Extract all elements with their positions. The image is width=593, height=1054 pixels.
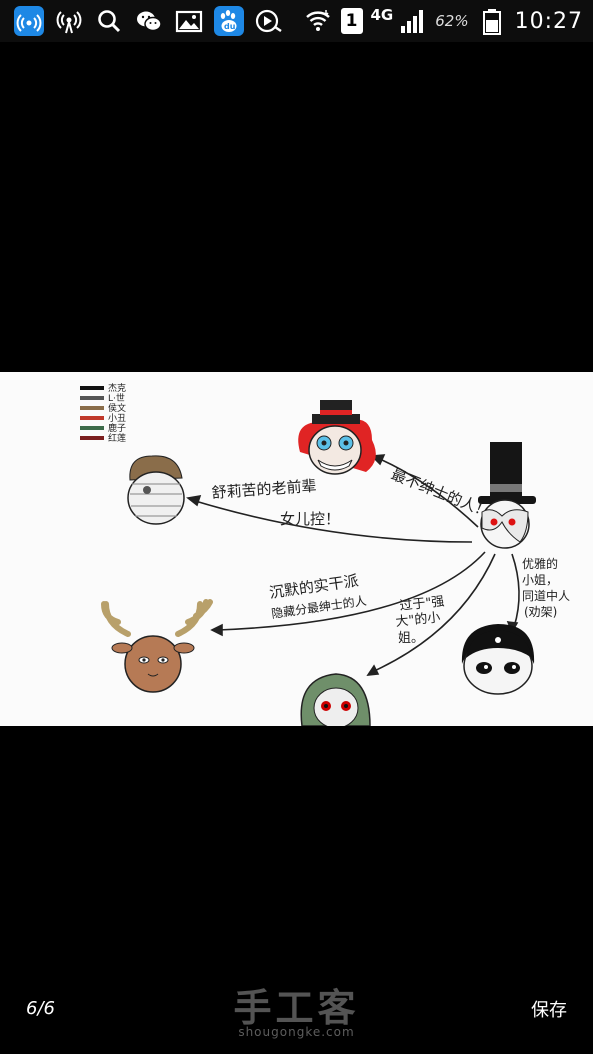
- cell-signal-icon: [397, 6, 427, 36]
- wifi-hotspot-icon: [14, 6, 44, 36]
- legend-label-2: 侯文: [108, 402, 126, 414]
- gentleman-character: [478, 442, 536, 549]
- note-green-1: 过于"强: [399, 594, 445, 614]
- legend-label-1: L·世: [108, 392, 125, 404]
- watermark-url: shougongke.com: [238, 1025, 355, 1039]
- note-green-2: 大"的小: [395, 609, 441, 630]
- network-type: 4G: [370, 6, 394, 24]
- mummy-character: [127, 455, 185, 525]
- svg-text:du: du: [224, 22, 236, 31]
- gallery-icon: [174, 6, 204, 36]
- battery-percent: 62%: [435, 12, 469, 30]
- signal-tower-icon: [54, 6, 84, 36]
- note-lady-3: 同道中人: [522, 588, 570, 603]
- save-button[interactable]: 保存: [531, 1000, 567, 1021]
- note-clown: 最不绅士的人！: [389, 465, 493, 521]
- photo[interactable]: 杰克 L·世 侯文 小丑 鹿子 红莲: [0, 372, 593, 726]
- note-green-3: 姐。: [398, 631, 424, 646]
- deer-character: [101, 599, 213, 693]
- legend-label-5: 红莲: [108, 432, 126, 444]
- note-lady-1: 优雅的: [522, 556, 558, 571]
- character-relationship-illustration: 杰克 L·世 侯文 小丑 鹿子 红莲: [80, 382, 570, 726]
- wechat-icon: [134, 6, 164, 36]
- legend-label-4: 鹿子: [108, 422, 126, 434]
- arrow-to-mummy: [191, 499, 473, 543]
- legend-label-0: 杰克: [108, 382, 126, 394]
- arrow-to-green: [371, 553, 496, 673]
- lady-character: [461, 624, 535, 695]
- image-counter: 6/6: [26, 998, 55, 1019]
- arrow-to-lady: [511, 553, 520, 628]
- arrow-to-deer: [217, 551, 486, 631]
- image-viewer[interactable]: 杰克 L·世 侯文 小丑 鹿子 红莲: [0, 42, 593, 1054]
- clown-character: [298, 400, 376, 475]
- sim-icon: 1: [340, 8, 363, 34]
- note-mummy-2: 女儿控！: [280, 510, 340, 528]
- relationship-arrows: [186, 454, 520, 676]
- baidu-icon: du: [214, 6, 244, 36]
- green-hood-character: [300, 673, 371, 726]
- watermark-logo: 手工客: [233, 985, 360, 1030]
- battery-icon: [477, 6, 507, 36]
- status-bar: du 1 4G 62% 10:27: [0, 0, 593, 42]
- legend: 杰克 L·世 侯文 小丑 鹿子 红莲: [80, 382, 126, 444]
- note-mummy-1: 舒莉苦的老前辈: [211, 477, 317, 502]
- note-lady-4: (劝架): [524, 604, 557, 619]
- wifi-icon: [303, 6, 333, 36]
- legend-label-3: 小丑: [108, 413, 126, 424]
- note-lady-2: 小姐，: [522, 573, 558, 587]
- arrow-to-clown: [381, 459, 479, 528]
- media-icon: [254, 6, 284, 36]
- search-icon: [94, 6, 124, 36]
- status-bar-left: du: [14, 6, 284, 36]
- status-bar-right: 1 4G 62% 10:27: [303, 6, 584, 36]
- clock: 10:27: [514, 8, 583, 34]
